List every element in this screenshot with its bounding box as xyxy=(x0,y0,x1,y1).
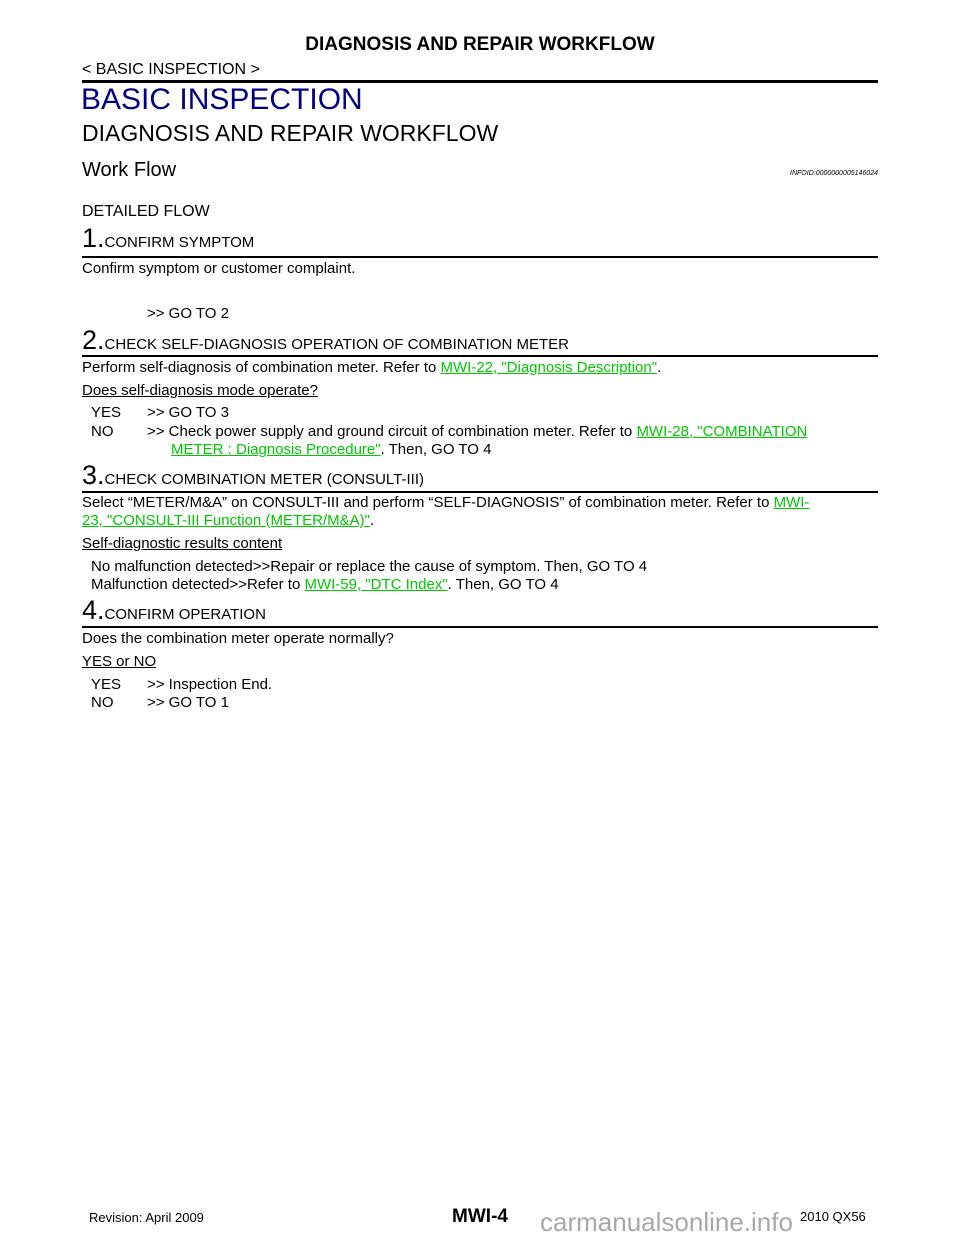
section-title: BASIC INSPECTION xyxy=(81,83,363,116)
link-mwi-23[interactable]: MWI- xyxy=(773,494,810,511)
header-title: DIAGNOSIS AND REPAIR WORKFLOW xyxy=(305,34,655,55)
footer-model: 2010 QX56 xyxy=(800,1209,866,1224)
no-action: >> GO TO 1 xyxy=(147,694,229,711)
step-3-text: Select “METER/M&A” on CONSULT-III and pe… xyxy=(82,495,809,510)
step-2-text: Perform self-diagnosis of combination me… xyxy=(82,360,661,375)
yes-action: >> Inspection End. xyxy=(147,676,273,693)
step-title: CONFIRM SYMPTOM xyxy=(104,234,255,251)
step-4-heading: 4.CONFIRM OPERATION xyxy=(82,597,266,624)
step-number: 2. xyxy=(82,325,105,355)
detailed-flow: DETAILED FLOW xyxy=(82,203,210,220)
link-mwi-59[interactable]: MWI-59, "DTC Index" xyxy=(304,576,448,593)
yes-label: YES xyxy=(91,676,122,693)
subtitle: DIAGNOSIS AND REPAIR WORKFLOW xyxy=(82,120,499,146)
yes-label: YES xyxy=(91,404,122,421)
step-rule xyxy=(82,355,878,357)
step-4-question: YES or NO xyxy=(82,653,157,670)
step-title: CHECK COMBINATION METER (CONSULT-III) xyxy=(104,471,424,488)
step-rule xyxy=(82,256,878,258)
text: Malfunction detected>>Refer to xyxy=(91,576,305,593)
step-rule xyxy=(82,491,878,493)
step-title: CHECK SELF-DIAGNOSIS OPERATION OF COMBIN… xyxy=(104,336,570,353)
link-mwi-23-cont[interactable]: 23, "CONSULT-III Function (METER/M&A)" xyxy=(82,512,370,529)
text: . xyxy=(369,512,375,529)
step-3-heading: 3.CHECK COMBINATION METER (CONSULT-III) xyxy=(82,462,424,489)
header-rule xyxy=(82,80,878,83)
text: . xyxy=(657,359,662,376)
yes-action: >> GO TO 3 xyxy=(147,404,229,421)
work-flow-title: Work Flow xyxy=(82,159,177,181)
step-title: CONFIRM OPERATION xyxy=(104,606,266,623)
text: Perform self-diagnosis of combination me… xyxy=(82,359,441,376)
step-1-text: Confirm symptom or customer complaint. xyxy=(82,260,356,277)
link-mwi-28-cont[interactable]: METER : Diagnosis Procedure" xyxy=(171,441,381,458)
footer-revision: Revision: April 2009 xyxy=(89,1210,204,1225)
step-1-goto: >> GO TO 2 xyxy=(147,305,229,322)
step-2-question: Does self-diagnosis mode operate? xyxy=(82,382,318,399)
no-action: >> Check power supply and ground circuit… xyxy=(147,424,807,439)
footer-page: MWI-4 xyxy=(452,1206,508,1227)
step-3-text-cont: 23, "CONSULT-III Function (METER/M&A)". xyxy=(82,513,374,528)
no-action-cont: METER : Diagnosis Procedure". Then, GO T… xyxy=(171,442,491,457)
infoid: INFOID:0000000005146024 xyxy=(790,170,878,177)
step-4-text: Does the combination meter operate norma… xyxy=(82,630,394,647)
step-2-heading: 2.CHECK SELF-DIAGNOSIS OPERATION OF COMB… xyxy=(82,327,569,354)
step-number: 1. xyxy=(82,223,105,253)
text: >> Check power supply and ground circuit… xyxy=(147,423,637,440)
step-rule xyxy=(82,626,878,628)
no-label: NO xyxy=(91,423,114,440)
step-3-question: Self-diagnostic results content xyxy=(82,535,283,552)
step-number: 4. xyxy=(82,595,105,625)
result-1: No malfunction detected>>Repair or repla… xyxy=(91,558,648,575)
text: . Then, GO TO 4 xyxy=(447,576,559,593)
step-1-heading: 1.CONFIRM SYMPTOM xyxy=(82,225,254,252)
watermark: carmanualsonline.info xyxy=(540,1207,793,1237)
link-mwi-28[interactable]: MWI-28, "COMBINATION xyxy=(636,423,808,440)
result-2: Malfunction detected>>Refer to MWI-59, "… xyxy=(91,577,559,592)
no-label: NO xyxy=(91,694,114,711)
step-number: 3. xyxy=(82,460,105,490)
text: . Then, GO TO 4 xyxy=(380,441,492,458)
link-mwi-22[interactable]: MWI-22, "Diagnosis Description" xyxy=(440,359,658,376)
breadcrumb: < BASIC INSPECTION > xyxy=(82,61,260,78)
text: Select “METER/M&A” on CONSULT-III and pe… xyxy=(82,494,774,511)
